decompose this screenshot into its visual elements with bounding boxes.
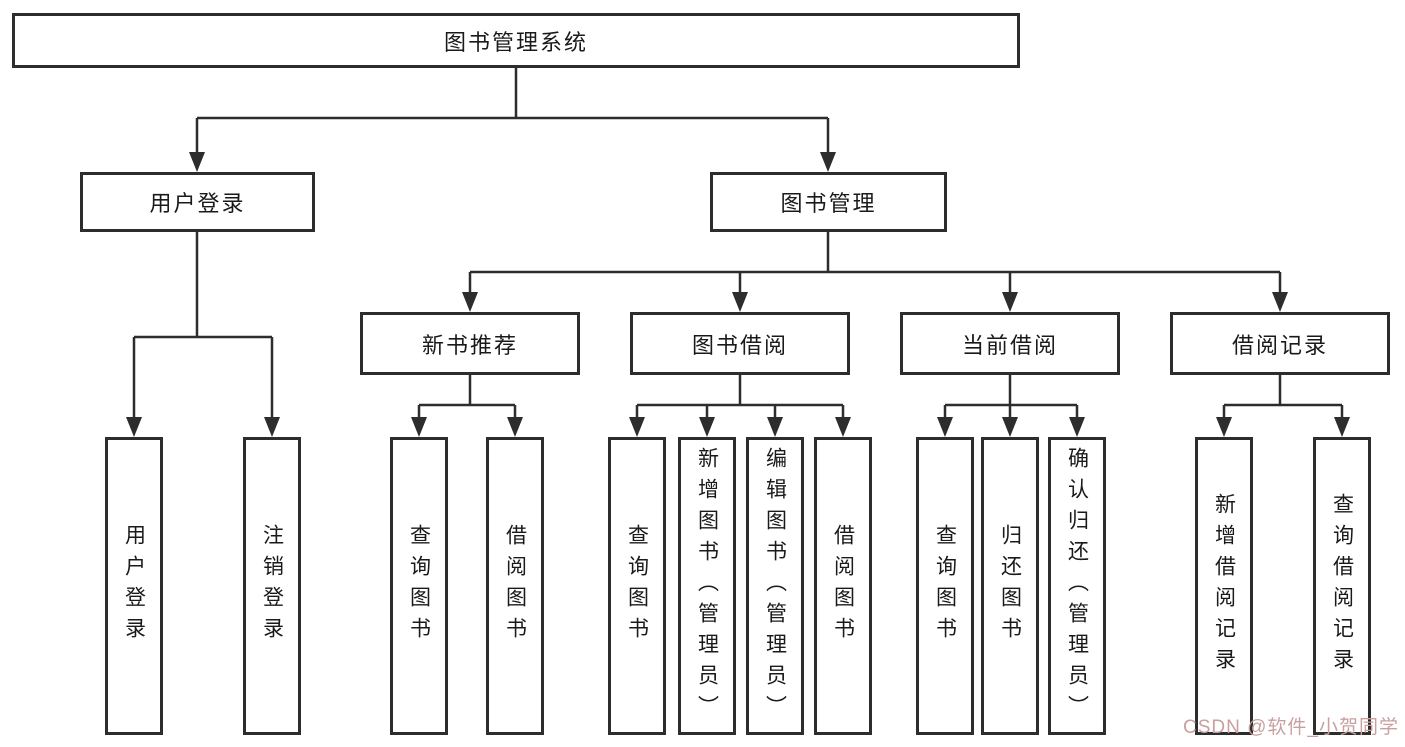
node-current-borrow: 当前借阅 (900, 312, 1120, 375)
leaf-label: 确认归还（管理员） (1065, 446, 1089, 726)
node-new-book-rec: 新书推荐 (360, 312, 580, 375)
leaf-user-login-2: 注销登录 (243, 437, 301, 735)
node-book-mgmt-label: 图书管理 (780, 191, 877, 216)
node-borrow-records-label: 借阅记录 (1231, 332, 1328, 358)
node-current-borrow-label: 当前借阅 (961, 332, 1058, 358)
leaf-borrow-records-2: 查询借阅记录 (1313, 437, 1371, 735)
leaf-new-book-rec-2: 借阅图书 (486, 437, 544, 735)
leaf-label: 查询图书 (407, 524, 431, 648)
leaf-user-login-1: 用户登录 (105, 437, 163, 735)
leaf-label: 注销登录 (260, 524, 284, 648)
node-book-borrow-label: 图书借阅 (691, 332, 788, 358)
leaf-label: 查询借阅记录 (1330, 493, 1354, 679)
leaf-book-borrow-1: 查询图书 (608, 437, 666, 735)
connector-segments (132, 68, 1344, 419)
leaf-label: 编辑图书（管理员） (763, 446, 787, 726)
leaf-label: 新增借阅记录 (1212, 493, 1236, 679)
leaf-current-borrow-3: 确认归还（管理员） (1048, 437, 1106, 735)
leaf-current-borrow-1: 查询图书 (916, 437, 974, 735)
node-root-label: 图书管理系统 (443, 29, 588, 55)
leaf-new-book-rec-1: 查询图书 (390, 437, 448, 735)
leaf-book-borrow-4: 借阅图书 (814, 437, 872, 735)
leaf-label: 查询图书 (933, 524, 957, 648)
node-user-login: 用户登录 (80, 172, 315, 232)
leaf-label: 借阅图书 (503, 524, 527, 648)
leaf-label: 归还图书 (998, 524, 1022, 648)
node-root: 图书管理系统 (12, 13, 1020, 68)
node-borrow-records: 借阅记录 (1170, 312, 1390, 375)
node-book-borrow: 图书借阅 (630, 312, 850, 375)
leaf-label: 查询图书 (625, 524, 649, 648)
leaf-borrow-records-1: 新增借阅记录 (1195, 437, 1253, 735)
leaf-label: 新增图书（管理员） (695, 446, 719, 726)
node-user-login-label: 用户登录 (149, 191, 246, 216)
leaf-label: 借阅图书 (831, 524, 855, 648)
leaf-current-borrow-2: 归还图书 (981, 437, 1039, 735)
arrowhead-icons (126, 152, 1350, 437)
node-book-mgmt: 图书管理 (710, 172, 947, 232)
node-new-book-rec-label: 新书推荐 (421, 332, 518, 358)
csdn-watermark: CSDN @软件_小贺同学 (1183, 717, 1399, 738)
leaf-label: 用户登录 (122, 524, 146, 648)
leaf-book-borrow-3: 编辑图书（管理员） (746, 437, 804, 735)
leaf-book-borrow-2: 新增图书（管理员） (678, 437, 736, 735)
